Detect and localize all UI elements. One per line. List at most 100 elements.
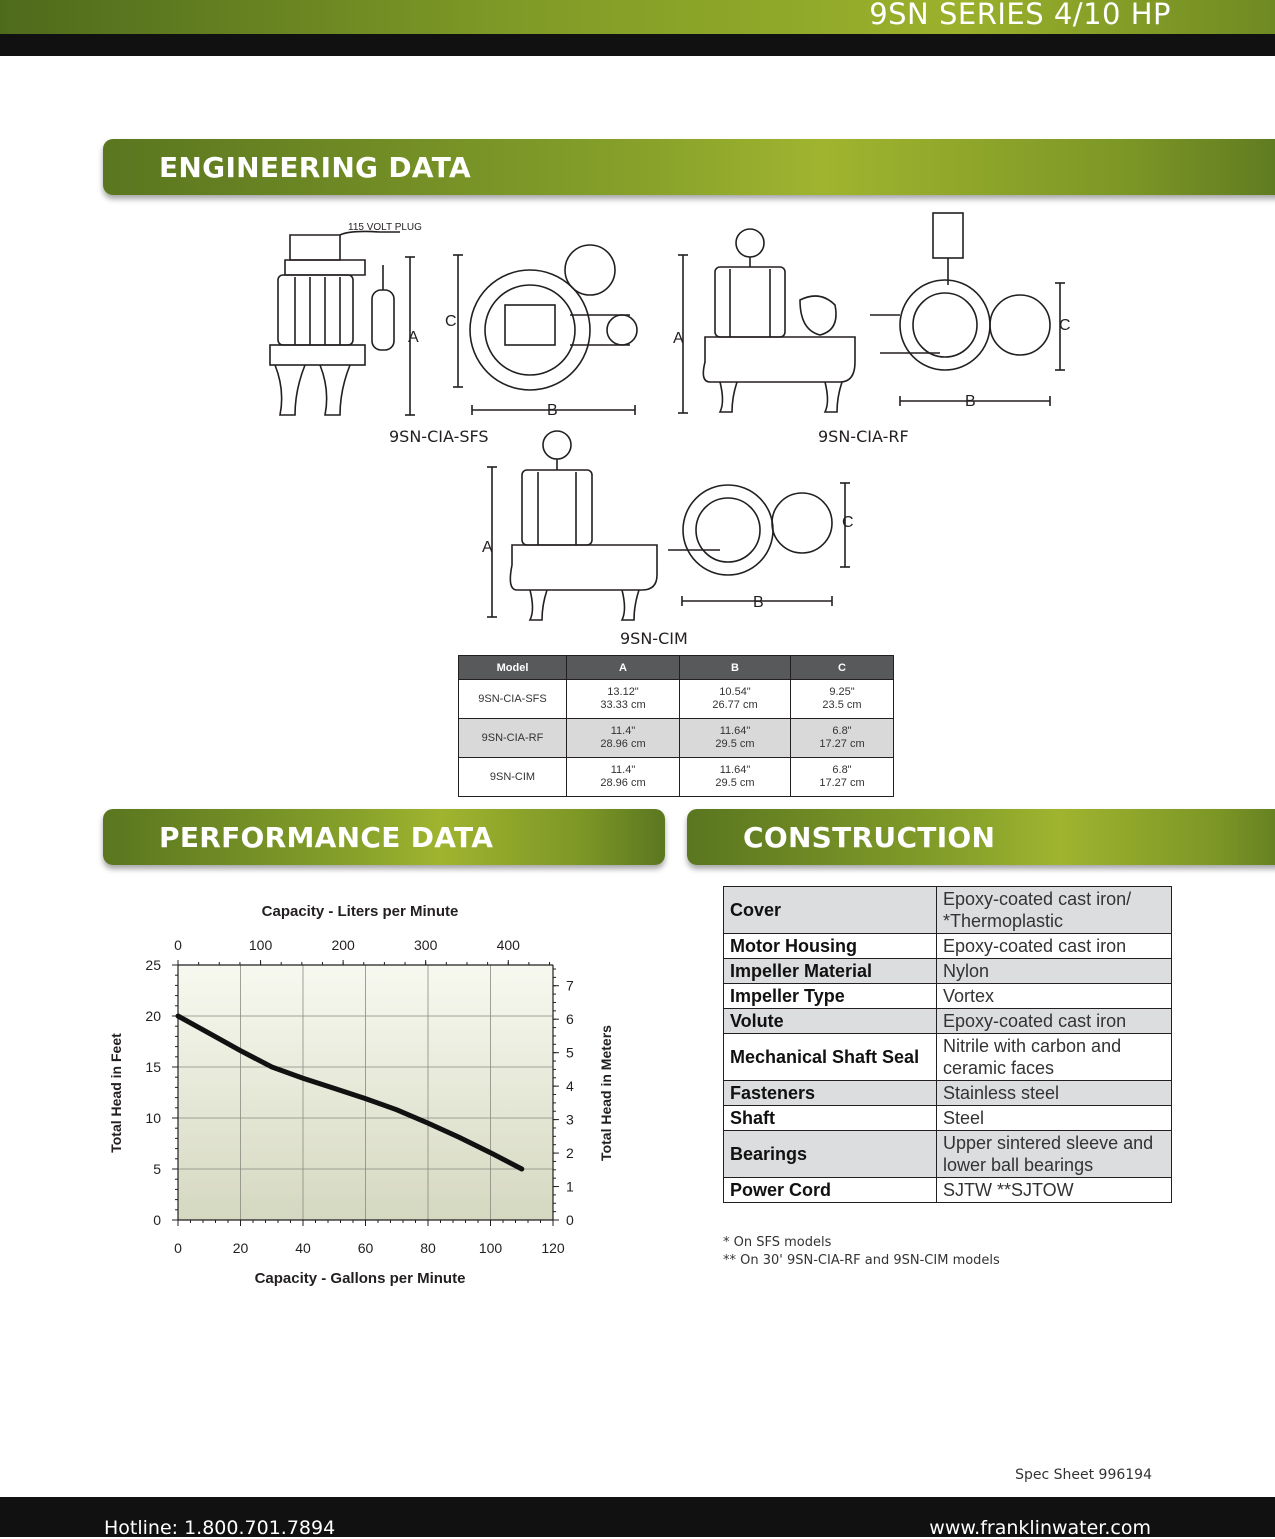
table-row: Mechanical Shaft Seal Nitrile with carbo… [723,1033,1172,1081]
top-tick-label: 200 [331,937,355,953]
top-tick-label: 0 [174,937,182,953]
hotline: Hotline: 1.800.701.7894 [104,1517,336,1539]
right-tick-label: 1 [566,1179,574,1195]
performance-banner: PERFORMANCE DATA [103,809,665,865]
y-tick-label: 20 [145,1008,161,1024]
right-tick-label: 7 [566,978,574,994]
cell-c: 9.25"23.5 cm [790,679,894,719]
dimensions-table: Model A B C 9SN-CIA-SFS 13.12"33.33 cm 1… [458,655,894,797]
cell-a: 11.4"28.96 cm [566,757,680,797]
engineering-title: ENGINEERING DATA [159,151,471,184]
dim-a-label: A [408,329,419,346]
footnote-sfs: * On SFS models [723,1235,832,1250]
x-axis-label: Capacity - Gallons per Minute [255,1270,466,1287]
row-value: Steel [936,1105,1172,1131]
y-tick-label: 0 [153,1212,161,1228]
sfs-side-view [269,230,415,416]
x-tick-label: 40 [295,1240,311,1256]
dim-c-label: C [1059,317,1070,334]
table-row: Impeller Type Vortex [723,983,1172,1009]
dim-b-label: B [965,393,976,410]
right-tick-label: 5 [566,1045,574,1061]
spec-sheet-number: Spec Sheet 996194 [1015,1467,1152,1483]
cell-a: 11.4"28.96 cm [566,718,680,758]
row-value: Stainless steel [936,1080,1172,1106]
x-tick-label: 80 [420,1240,436,1256]
table-row: Bearings Upper sintered sleeve and lower… [723,1130,1172,1178]
table-row: Motor Housing Epoxy-coated cast iron [723,933,1172,959]
cell-b: 11.64"29.5 cm [679,757,791,797]
table-row: Cover Epoxy-coated cast iron/ *Thermopla… [723,886,1172,934]
x-tick-label: 60 [358,1240,374,1256]
header-a: A [566,655,680,680]
row-key: Bearings [723,1130,937,1178]
table-row: Shaft Steel [723,1105,1172,1131]
header-model: Model [458,655,567,680]
header-bar [0,0,1275,34]
cim-top-view [668,482,850,606]
dim-a-label: A [482,539,493,556]
y-tick-label: 10 [145,1110,161,1126]
table-row: Fasteners Stainless steel [723,1080,1172,1106]
table-row: 9SN-CIA-RF 11.4"28.96 cm 11.64"29.5 cm 6… [458,718,894,758]
model-label-sfs: 9SN-CIA-SFS [389,427,489,446]
row-key: Volute [723,1008,937,1034]
dim-a-label: A [673,330,684,347]
table-row: Power Cord SJTW **SJTOW [723,1177,1172,1203]
row-key: Motor Housing [723,933,937,959]
table-row: Volute Epoxy-coated cast iron [723,1008,1172,1034]
cell-a: 13.12"33.33 cm [566,679,680,719]
pump-drawings: 115 VOLT PLUG A C B A C B A C B [269,212,1070,621]
row-key: Impeller Material [723,958,937,984]
sfs-top-view [453,244,638,415]
row-value: Vortex [936,983,1172,1009]
model-label-cim: 9SN-CIM [620,629,688,648]
row-value: Nitrile with carbon and ceramic faces [936,1033,1172,1081]
cell-c: 6.8"17.27 cm [790,718,894,758]
page-title: 9SN SERIES 4/10 HP [869,0,1171,31]
y-tick-label: 5 [153,1161,161,1177]
engineering-banner: ENGINEERING DATA [103,139,1275,195]
cell-b: 11.64"29.5 cm [679,718,791,758]
construction-banner: CONSTRUCTION [687,809,1275,865]
header-c: C [790,655,894,680]
cell-b: 10.54"26.77 cm [679,679,791,719]
row-value: SJTW **SJTOW [936,1177,1172,1203]
row-key: Impeller Type [723,983,937,1009]
row-key: Mechanical Shaft Seal [723,1033,937,1081]
row-value: Nylon [936,958,1172,984]
table-row: Impeller Material Nylon [723,958,1172,984]
construction-title: CONSTRUCTION [743,821,996,854]
model-label-rf: 9SN-CIA-RF [818,427,909,446]
row-key: Shaft [723,1105,937,1131]
y-tick-label: 25 [145,957,161,973]
plug-label: 115 VOLT PLUG [348,222,422,233]
cell-model: 9SN-CIA-SFS [458,679,567,719]
top-tick-label: 100 [249,937,273,953]
footer-bar [0,1497,1275,1537]
table-row: 9SN-CIM 11.4"28.96 cm 11.64"29.5 cm 6.8"… [458,757,894,797]
row-key: Power Cord [723,1177,937,1203]
row-key: Cover [723,886,937,934]
cim-side-view [487,430,658,621]
dim-b-label: B [753,594,764,611]
cell-model: 9SN-CIM [458,757,567,797]
table-row: 9SN-CIA-SFS 13.12"33.33 cm 10.54"26.77 c… [458,679,894,719]
row-value: Epoxy-coated cast iron [936,933,1172,959]
website-link[interactable]: www.franklinwater.com [929,1517,1151,1539]
y-tick-label: 15 [145,1059,161,1075]
x-tick-label: 100 [479,1240,503,1256]
table-header-row: Model A B C [458,655,894,680]
dim-c-label: C [445,313,457,330]
row-value: Epoxy-coated cast iron [936,1008,1172,1034]
dim-b-label: B [547,402,558,419]
top-tick-label: 300 [414,937,438,953]
right-tick-label: 3 [566,1112,574,1128]
chart-title: Capacity - Liters per Minute [262,903,459,920]
construction-table: Cover Epoxy-coated cast iron/ *Thermopla… [723,886,1172,1203]
header-b: B [679,655,791,680]
cell-model: 9SN-CIA-RF [458,718,567,758]
x-tick-label: 120 [541,1240,565,1256]
row-key: Fasteners [723,1080,937,1106]
